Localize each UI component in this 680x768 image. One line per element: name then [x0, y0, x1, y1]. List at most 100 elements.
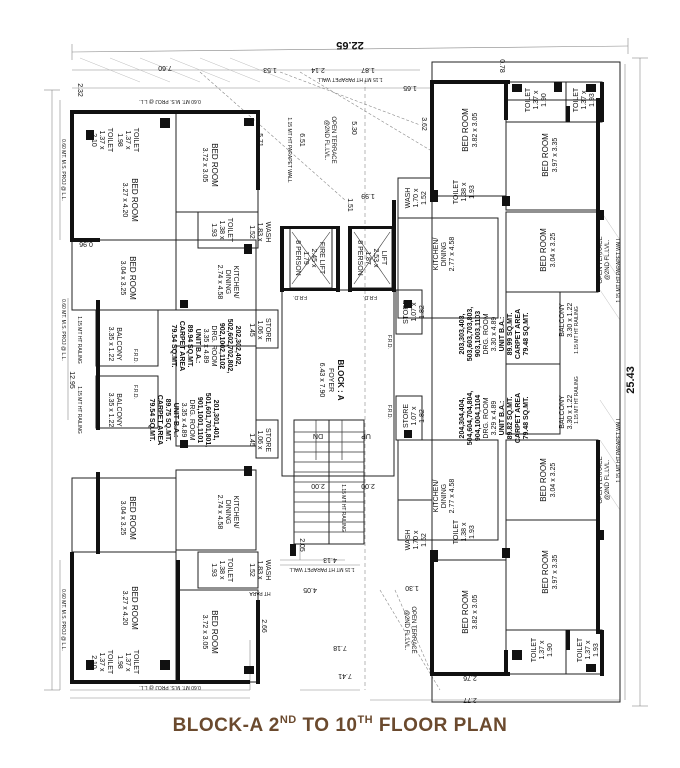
ht-para-note: HT PARA — [249, 590, 271, 596]
svg-text:TOILET: TOILET — [106, 128, 113, 153]
svg-text:@2ND FL.LVL.: @2ND FL.LVL. — [403, 610, 409, 651]
toilet-tr-2: TOILET 1.37 x 1.93 — [573, 87, 596, 112]
svg-text:3.04 x 3.25: 3.04 x 3.25 — [550, 233, 557, 268]
svg-text:WASH: WASH — [264, 222, 271, 243]
store-br: STORE 1.07 x 1.82 — [403, 404, 426, 428]
toilet-tr-3: TOILET 1.38 x 1.93 — [453, 179, 476, 204]
svg-text:1.83 x: 1.83 x — [256, 222, 263, 242]
railing-note-1: 1.15 MT HT RAILING — [76, 316, 82, 364]
svg-text:1.38 x: 1.38 x — [218, 560, 225, 580]
parapet-note-left: 1.15 MT HT PARAPET WALL — [286, 117, 292, 183]
toilet-br-3: TOILET 1.38 x 1.93 — [453, 519, 476, 544]
bedroom-bl-2: BED ROOM 3.72 x 3.05 — [201, 610, 219, 654]
open-terrace-top: OPEN TERRACE @2ND FL.LVL. — [323, 116, 336, 163]
kitchen-tr: KITCHEN/ DINING 2.77 x 4.58 — [433, 237, 456, 272]
svg-text:2.74 x 4.58: 2.74 x 4.58 — [216, 265, 223, 300]
dim-0-78: 0.78 — [498, 59, 505, 73]
toilet-bl-2: TOILET 1.37 x 1.98 — [116, 650, 139, 675]
bedroom-br-1: BED ROOM 3.82 x 3.05 — [461, 590, 479, 634]
svg-text:2.45 x: 2.45 x — [310, 248, 317, 268]
svg-text:1.06 x: 1.06 x — [256, 430, 263, 450]
toilet-tl-3: TOILET 1.38 x 1.93 — [210, 218, 233, 243]
svg-text:2.74 x 4.58: 2.74 x 4.58 — [216, 495, 223, 530]
terrace-hatch — [79, 57, 621, 511]
svg-text:79.48 SQ.MT.: 79.48 SQ.MT. — [523, 397, 530, 440]
svg-text:@2ND FL.LVL.: @2ND FL.LVL. — [605, 460, 611, 501]
wash-bl: WASH 1.83 x 1.52 — [248, 560, 271, 581]
unit-br-info: 204,304,404, 504,604,704,804, 904,1004,1… — [459, 391, 530, 446]
svg-text:1.37 x: 1.37 x — [98, 652, 105, 672]
bedroom-tr-3: BED ROOM 3.04 x 3.25 — [539, 228, 557, 272]
frd-label-4: F.R.D. — [386, 405, 392, 419]
svg-text:KITCHEN/: KITCHEN/ — [433, 238, 440, 271]
svg-text:FIRE LIFT: FIRE LIFT — [318, 242, 325, 275]
svg-text:3.97 x 3.35: 3.97 x 3.35 — [552, 555, 559, 590]
svg-text:204,304,404,: 204,304,404, — [459, 398, 466, 439]
svg-text:DINING: DINING — [224, 500, 231, 525]
toilet-tr-1: TOILET 1.37 x 1.90 — [525, 87, 548, 112]
svg-text:STORE: STORE — [403, 404, 410, 428]
dim-12-95: 12.95 — [68, 371, 75, 389]
svg-text:TOILET: TOILET — [525, 87, 532, 112]
svg-text:89.99 SQ.MT.: 89.99 SQ.MT. — [507, 313, 514, 356]
svg-text:1.52: 1.52 — [248, 225, 255, 239]
open-terrace-bottom: OPEN TERRACE @2ND FL.LVL. — [403, 606, 416, 653]
svg-text:OPEN TERRACE: OPEN TERRACE — [598, 456, 604, 503]
lift: LIFT 2.53 x 1.87 8 PERSON — [356, 240, 387, 275]
svg-text:1.93: 1.93 — [469, 185, 476, 199]
dim-1-30: 1.30 — [405, 584, 419, 591]
svg-text:6.43 x 7.90: 6.43 x 7.90 — [318, 363, 325, 398]
svg-text:3.72 x 3.05: 3.72 x 3.05 — [201, 615, 208, 650]
bedroom-br-2: BED ROOM 3.97 x 3.35 — [541, 550, 559, 594]
store-tr: STORE 1.07 x 1.82 — [403, 300, 426, 324]
bedroom-br-3: BED ROOM 3.04 x 3.25 — [539, 458, 557, 502]
svg-text:3.35 x 1.22: 3.35 x 1.22 — [107, 327, 114, 362]
svg-text:502,602,702,802,: 502,602,702,802, — [226, 319, 233, 374]
bedroom-tl-1: BED ROOM 3.27 x 4.20 — [121, 178, 139, 222]
svg-text:UNIT B.A.:: UNIT B.A.: — [499, 317, 506, 352]
dim-4-13: 4.13 — [323, 556, 337, 563]
svg-text:89.82 SQ.MT.: 89.82 SQ.MT. — [507, 397, 514, 440]
svg-text:KITCHEN/: KITCHEN/ — [232, 496, 239, 529]
svg-text:BALCONY: BALCONY — [115, 327, 122, 361]
dim-1-65: 1.65 — [403, 84, 417, 91]
overall-height-dim: 25.43 — [625, 366, 637, 394]
parapet-note-top: 1.15 MT HT PARAPET WALL — [317, 76, 383, 82]
toilet-br-1: TOILET 1.37 x 1.90 — [531, 637, 554, 662]
svg-text:TOILET: TOILET — [453, 519, 460, 544]
svg-text:8 PERSON: 8 PERSON — [294, 240, 301, 275]
svg-text:2.10: 2.10 — [90, 133, 97, 147]
dim-5-71: 5.71 — [256, 133, 263, 147]
svg-text:BED ROOM: BED ROOM — [130, 586, 139, 630]
dim-2-77: 2.77 — [463, 696, 477, 703]
lift-shafts — [291, 231, 391, 285]
svg-text:KITCHEN/: KITCHEN/ — [232, 266, 239, 299]
svg-text:1.70 x: 1.70 x — [413, 188, 420, 208]
svg-text:3.35 x 4.89: 3.35 x 4.89 — [180, 403, 187, 438]
svg-text:CARPET AREA: CARPET AREA — [178, 321, 185, 371]
store-bl: STORE 1.06 x 1.45 — [248, 428, 271, 452]
svg-text:3.04 x 3.25: 3.04 x 3.25 — [119, 501, 126, 536]
balcony-tr: BALCONY 3.30 x 1.22 — [559, 303, 574, 338]
svg-text:OPEN TERRACE: OPEN TERRACE — [410, 606, 416, 653]
svg-text:UNIT B.A.:: UNIT B.A.: — [194, 329, 201, 364]
svg-text:FOYER: FOYER — [327, 368, 334, 392]
svg-text:1.07 x: 1.07 x — [411, 302, 418, 322]
svg-text:79.54 SQ.MT.: 79.54 SQ.MT. — [148, 399, 155, 442]
svg-text:3.27 x 4.20: 3.27 x 4.20 — [121, 591, 128, 626]
svg-text:TOILET: TOILET — [577, 637, 584, 662]
unit-tr-info: 203,303,403, 503,603,703,803, 903,1003,1… — [459, 307, 530, 362]
svg-text:1.79: 1.79 — [302, 251, 309, 265]
svg-text:1.37 x: 1.37 x — [124, 130, 131, 150]
dim-3-62: 3.62 — [420, 117, 427, 131]
svg-text:1.93: 1.93 — [593, 643, 600, 657]
kitchen-bl: KITCHEN/ DINING 2.74 x 4.58 — [216, 495, 239, 530]
svg-text:1.37 x: 1.37 x — [124, 652, 131, 672]
svg-text:BED ROOM: BED ROOM — [541, 550, 550, 594]
svg-text:1.52: 1.52 — [421, 533, 428, 547]
svg-text:BED ROOM: BED ROOM — [539, 458, 548, 502]
svg-text:BLOCK : A: BLOCK : A — [336, 359, 345, 400]
bedroom-tr-2: BED ROOM 3.97 x 3.35 — [541, 133, 559, 177]
svg-text:BED ROOM: BED ROOM — [128, 496, 137, 540]
svg-text:DINING: DINING — [441, 242, 448, 267]
